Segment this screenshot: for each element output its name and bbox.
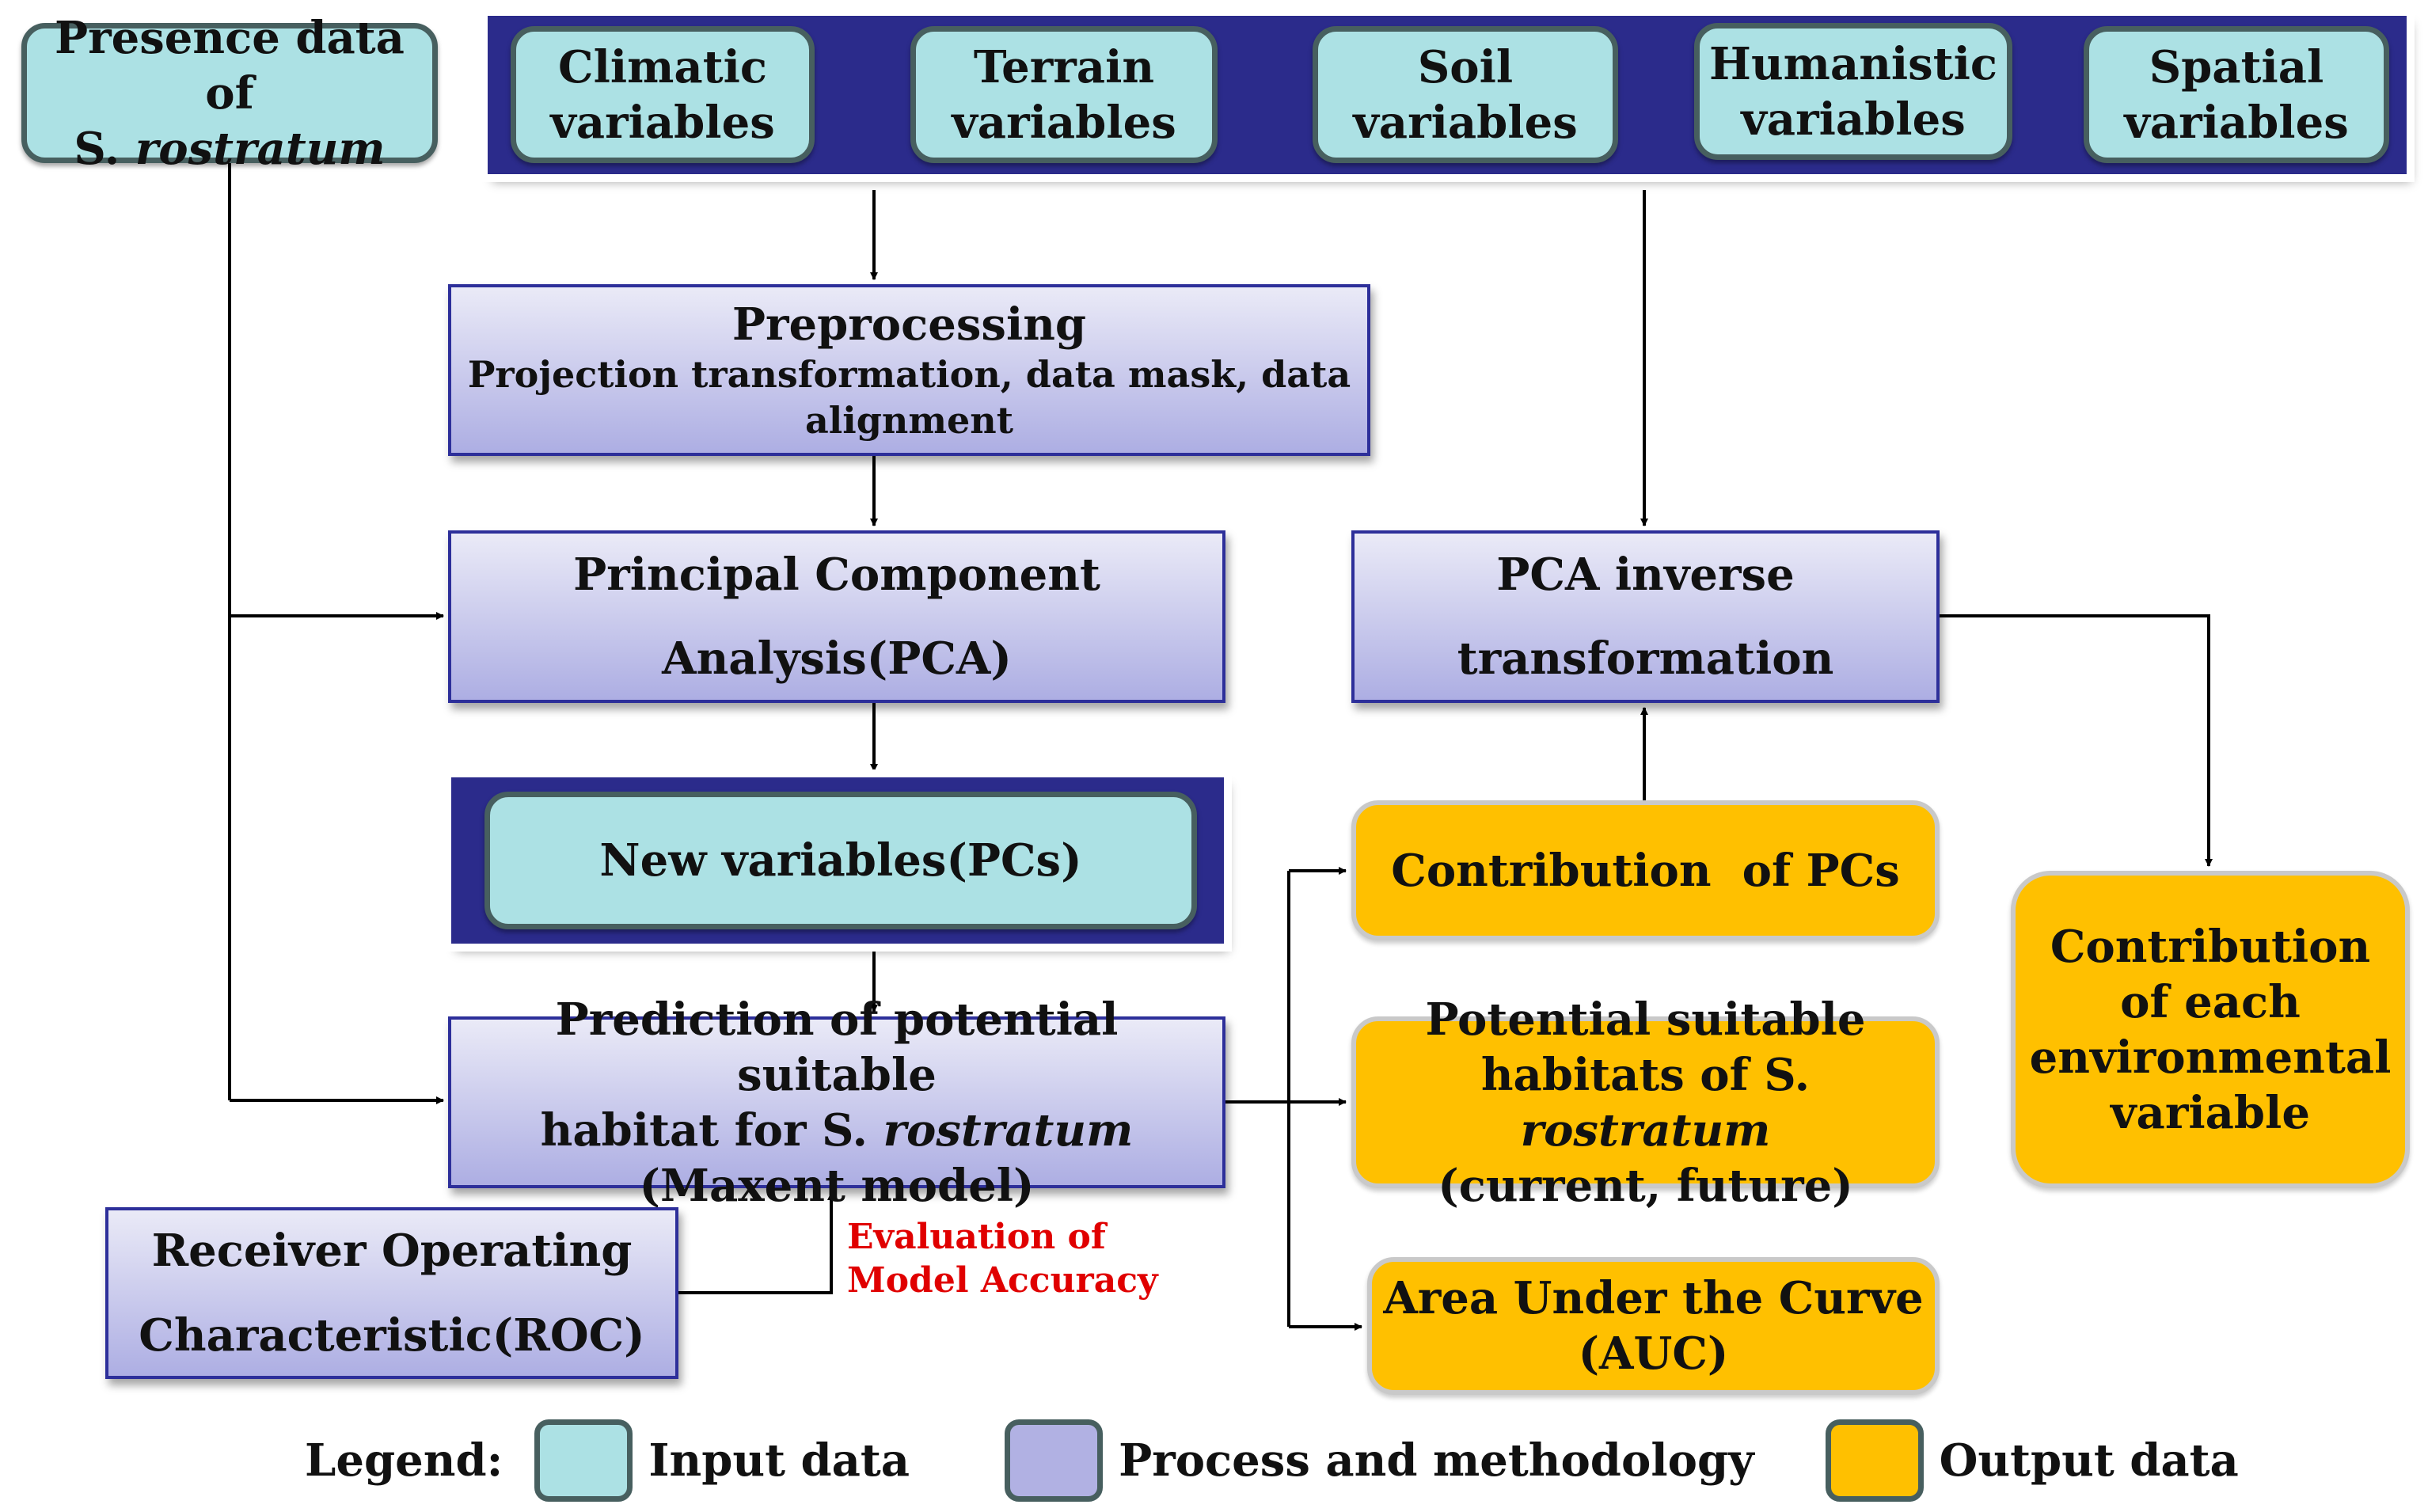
potential-habitats-box: Potential suitable habitats of S. rostra…: [1351, 993, 1940, 1212]
annotation-line2: Model Accuracy: [847, 1260, 1158, 1301]
prediction-line3: (Maxent model): [639, 1159, 1035, 1212]
preprocessing-box: Preprocessing Projection transformation,…: [448, 284, 1370, 456]
habitats-line1: Potential suitable: [1425, 993, 1866, 1046]
soil-variables-box: Soil variables: [1313, 26, 1618, 163]
preprocessing-title: Preprocessing: [731, 298, 1087, 351]
annotation-line1: Evaluation of: [847, 1217, 1106, 1257]
presence-line1: Presence data of: [55, 11, 405, 120]
prediction-line2-prefix: habitat for S.: [540, 1104, 868, 1157]
evaluation-annotation: Evaluation of Model Accuracy: [847, 1215, 1158, 1302]
spatial-line1: Spatial: [2149, 40, 2324, 93]
contribution-pcs-label: Contribution of PCs: [1391, 844, 1900, 897]
roc-line2: Characteristic(ROC): [139, 1309, 645, 1362]
terrain-line1: Terrain: [973, 40, 1155, 93]
presence-line2-italic: rostratum: [135, 122, 386, 175]
soil-line1: Soil: [1417, 40, 1514, 93]
auc-line1: Area Under the Curve: [1383, 1272, 1924, 1324]
humanistic-line2: variables: [1741, 93, 1966, 146]
climatic-line1: Climatic: [558, 40, 767, 93]
terrain-variables-box: Terrain variables: [910, 26, 1218, 163]
new-variables-label: New variables(PCs): [599, 834, 1082, 887]
climatic-variables-box: Climatic variables: [511, 26, 815, 163]
auc-line2: (AUC): [1578, 1328, 1729, 1380]
spatial-line2: variables: [2124, 96, 2349, 149]
contribution-each-line2: of each: [2120, 975, 2301, 1028]
climatic-line2: variables: [550, 96, 775, 149]
legend: Legend: Input data Process and methodolo…: [305, 1419, 2239, 1502]
spatial-variables-box: Spatial variables: [2084, 26, 2389, 163]
contribution-each-line3: environmental: [2029, 1031, 2392, 1084]
presence-line2-prefix: S.: [74, 122, 120, 175]
legend-input-label: Input data: [648, 1434, 910, 1487]
contribution-each-line1: Contribution: [2050, 920, 2371, 973]
prediction-line1: Prediction of potential suitable: [555, 993, 1119, 1101]
terrain-line2: variables: [952, 96, 1176, 149]
pca-line2: Analysis(PCA): [662, 633, 1012, 685]
new-variables-box: New variables(PCs): [484, 792, 1197, 929]
pca-line1: Principal Component: [573, 548, 1100, 601]
contribution-each-line4: variable: [2111, 1086, 2310, 1139]
roc-line1: Receiver Operating: [151, 1225, 633, 1278]
roc-box: Receiver Operating Characteristic(ROC): [105, 1207, 678, 1379]
humanistic-variables-box: Humanistic variables: [1694, 23, 2012, 160]
prediction-line2-italic: rostratum: [883, 1104, 1134, 1157]
contribution-each-box: Contribution of each environmental varia…: [2011, 871, 2410, 1188]
prediction-box: Prediction of potential suitable habitat…: [448, 993, 1225, 1212]
pca-inverse-box: PCA inverse transformation: [1351, 530, 1940, 703]
contribution-pcs-box: Contribution of PCs: [1351, 800, 1940, 940]
legend-input-swatch-icon: [534, 1419, 633, 1502]
preprocessing-detail-line1: Projection transformation, data mask, da…: [467, 353, 1351, 396]
pca-box: Principal Component Analysis(PCA): [448, 530, 1225, 703]
habitats-line2-prefix: habitats of S.: [1480, 1048, 1811, 1101]
legend-output-label: Output data: [1939, 1434, 2239, 1487]
legend-process-swatch-icon: [1005, 1419, 1104, 1502]
habitats-line2-italic: rostratum: [1520, 1104, 1771, 1157]
humanistic-line1: Humanistic: [1709, 37, 1997, 90]
preprocessing-detail-line2: alignment: [805, 398, 1013, 442]
legend-output-swatch-icon: [1825, 1419, 1924, 1502]
soil-line2: variables: [1353, 96, 1578, 149]
presence-data-box: Presence data of S. rostratum: [21, 12, 438, 175]
legend-process-label: Process and methodology: [1119, 1434, 1754, 1487]
pca-inverse-line1: PCA inverse: [1496, 548, 1795, 601]
auc-box: Area Under the Curve (AUC): [1367, 1257, 1940, 1395]
pca-inverse-line2: transformation: [1457, 633, 1834, 685]
legend-title: Legend:: [305, 1434, 503, 1487]
habitats-line3: (current, future): [1438, 1159, 1853, 1212]
